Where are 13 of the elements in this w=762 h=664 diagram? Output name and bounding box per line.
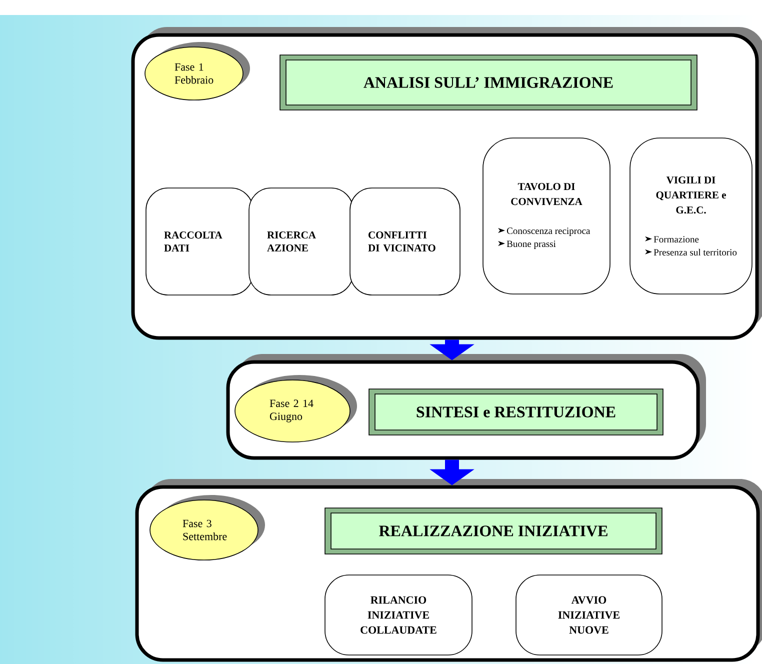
title-banner: REALIZZAZIONE INIZIATIVE bbox=[324, 508, 662, 554]
title-banner: SINTESI e RESTITUZIONE bbox=[368, 388, 664, 436]
activity-box: RICERCA AZIONE bbox=[248, 188, 354, 296]
initiative-box: AVVIO INIZIATIVE NUOVE bbox=[516, 574, 662, 656]
activity-box: TAVOLO DI CONVIVENZA Conoscenza reciproca Buone prassi bbox=[482, 138, 610, 294]
activity-box: VIGILI DI QUARTIERE e G.E.C. Formazione Presenza sul territorio bbox=[630, 138, 752, 294]
title-banner: ANALISI SULL’ IMMIGRAZIONE bbox=[280, 54, 698, 110]
activity-box: CONFLITTI DI VICINATO bbox=[350, 188, 460, 296]
phase-oval: Fase 2 14 Giugno bbox=[234, 375, 357, 442]
initiative-box: RILANCIO INIZIATIVE COLLAUDATE bbox=[324, 574, 472, 656]
phase-oval: Fase 3 Settembre bbox=[150, 495, 265, 560]
phase-oval: Fase 1 Febbraio bbox=[144, 42, 250, 100]
activity-box: RACCOLTA DATI bbox=[146, 188, 254, 296]
